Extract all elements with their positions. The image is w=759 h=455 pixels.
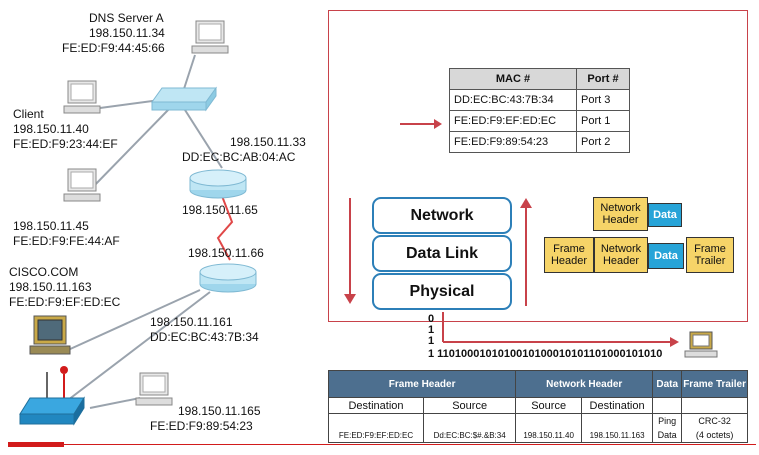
data-box: Data xyxy=(648,203,682,227)
data-value: Data xyxy=(652,428,683,443)
frame-trailer-box: Frame Trailer xyxy=(686,237,734,273)
router2-ip-bottom: 198.150.11.161 xyxy=(150,315,233,329)
crc-size-value: (4 octets) xyxy=(681,428,748,443)
link-cisco-router2 xyxy=(67,289,201,351)
switch-process-panel xyxy=(328,10,748,322)
source-label: Source xyxy=(422,397,517,414)
frame-format-table: Frame Header Network Header Data Frame T… xyxy=(327,370,748,443)
destination-label: Destination xyxy=(328,397,424,414)
source-label: Source xyxy=(515,397,582,414)
dns-mac: FE:ED:F9:44:45:66 xyxy=(62,41,165,55)
port-cell: Port 1 xyxy=(576,110,630,132)
serial-link xyxy=(216,195,234,261)
network-header-box: Network Header xyxy=(594,237,648,273)
mac-cell: DD:EC:BC:43:7B:34 xyxy=(449,89,577,111)
dns-server-icon xyxy=(191,20,229,54)
router-icon xyxy=(199,263,257,293)
osi-layer-stack: Network Data Link Physical xyxy=(372,197,512,312)
data-group: Data xyxy=(652,370,683,398)
destination-label: Destination xyxy=(580,397,654,414)
router1-ip-bottom: 198.150.11.65 xyxy=(182,203,258,217)
router2-ip-top: 198.150.11.66 xyxy=(188,246,264,260)
data-box: Data xyxy=(648,243,684,269)
network-header-box: Network Header xyxy=(593,197,648,231)
footer-accent-bar xyxy=(8,442,64,447)
data-sub-label xyxy=(652,397,683,414)
frame-header-group: Frame Header xyxy=(327,370,517,398)
client-name: Client xyxy=(13,107,44,121)
bit: 1 xyxy=(428,324,435,336)
data-link-layer: Data Link xyxy=(372,235,512,272)
footer-line xyxy=(8,444,756,445)
link-switch-host165 xyxy=(89,397,141,409)
source-mac-value: Dd:EC:BC:$#.&B:34 xyxy=(422,428,517,443)
link-host45-switch xyxy=(89,107,171,191)
client-ip: 198.150.11.40 xyxy=(13,122,89,136)
table-row: FE:ED:F9:89:54:23 Port 2 xyxy=(449,131,630,153)
client-mac: FE:ED:F9:23:44:EF xyxy=(13,137,118,151)
frame-trailer-group: Frame Trailer xyxy=(681,370,748,398)
physical-layer: Physical xyxy=(372,273,512,310)
host-pc-icon xyxy=(135,372,173,406)
blank-cell xyxy=(328,413,424,428)
cisco-ip: 198.150.11.163 xyxy=(9,280,92,294)
link-switch-router2 xyxy=(67,291,211,401)
mac-header: MAC # xyxy=(449,68,577,90)
dns-ip: 198.150.11.34 xyxy=(89,26,165,40)
cisco-server-icon xyxy=(29,315,71,355)
bit: 0 xyxy=(428,313,435,325)
destination-pc-icon xyxy=(684,331,718,358)
dest-ip-value: 198.150.11.163 xyxy=(580,428,654,443)
link-switch-router1 xyxy=(184,109,223,169)
table-row: DD:EC:BC:43:7B:34 Port 3 xyxy=(449,89,630,111)
switch-icon xyxy=(19,396,85,426)
bit-stream: 1 1101000101010010100010101101000101010 xyxy=(428,348,663,360)
port-cell: Port 2 xyxy=(576,131,630,153)
host165-ip: 198.150.11.165 xyxy=(178,404,261,418)
blank-cell xyxy=(515,413,582,428)
blank-cell xyxy=(580,413,654,428)
table-row: FE:ED:F9:EF:ED:EC Port 1 xyxy=(449,110,630,132)
bit: 1 xyxy=(428,335,435,347)
dest-mac-value: FE:ED:F9:EF:ED:EC xyxy=(328,428,424,443)
router-icon xyxy=(189,169,247,199)
mac-address-table: MAC # Port # DD:EC:BC:43:7B:34 Port 3 FE… xyxy=(449,68,630,153)
router2-mac-bottom: DD:EC:BC:43:7B:34 xyxy=(150,330,259,344)
client-pc-icon xyxy=(63,80,101,114)
router1-mac-top: DD:EC:BC:AB:04:AC xyxy=(182,150,296,164)
mac-cell: FE:ED:F9:89:54:23 xyxy=(449,131,577,153)
switch-icon xyxy=(151,86,217,112)
packet-dot xyxy=(60,366,68,374)
ping-label: Ping xyxy=(652,413,683,428)
mac-cell: FE:ED:F9:EF:ED:EC xyxy=(449,110,577,132)
host45-mac: FE:ED:F9:FE:44:AF xyxy=(13,234,120,248)
port-header: Port # xyxy=(576,68,630,90)
host165-mac: FE:ED:F9:89:54:23 xyxy=(150,419,253,433)
cisco-name: CISCO.COM xyxy=(9,265,79,279)
cisco-mac: FE:ED:F9:EF:ED:EC xyxy=(9,295,121,309)
crc-label: CRC-32 xyxy=(681,413,748,428)
host-pc-icon xyxy=(63,168,101,202)
router1-ip-top: 198.150.11.33 xyxy=(230,135,306,149)
dns-name: DNS Server A xyxy=(89,11,164,25)
network-layer: Network xyxy=(372,197,512,234)
link-client-switch xyxy=(99,99,161,109)
frame-header-box: Frame Header xyxy=(544,237,594,273)
port-cell: Port 3 xyxy=(576,89,630,111)
source-ip-value: 198.150.11.40 xyxy=(515,428,582,443)
blank-cell xyxy=(422,413,517,428)
trailer-sub-label xyxy=(681,397,748,414)
host45-ip: 198.150.11.45 xyxy=(13,219,89,233)
network-header-group: Network Header xyxy=(515,370,654,398)
